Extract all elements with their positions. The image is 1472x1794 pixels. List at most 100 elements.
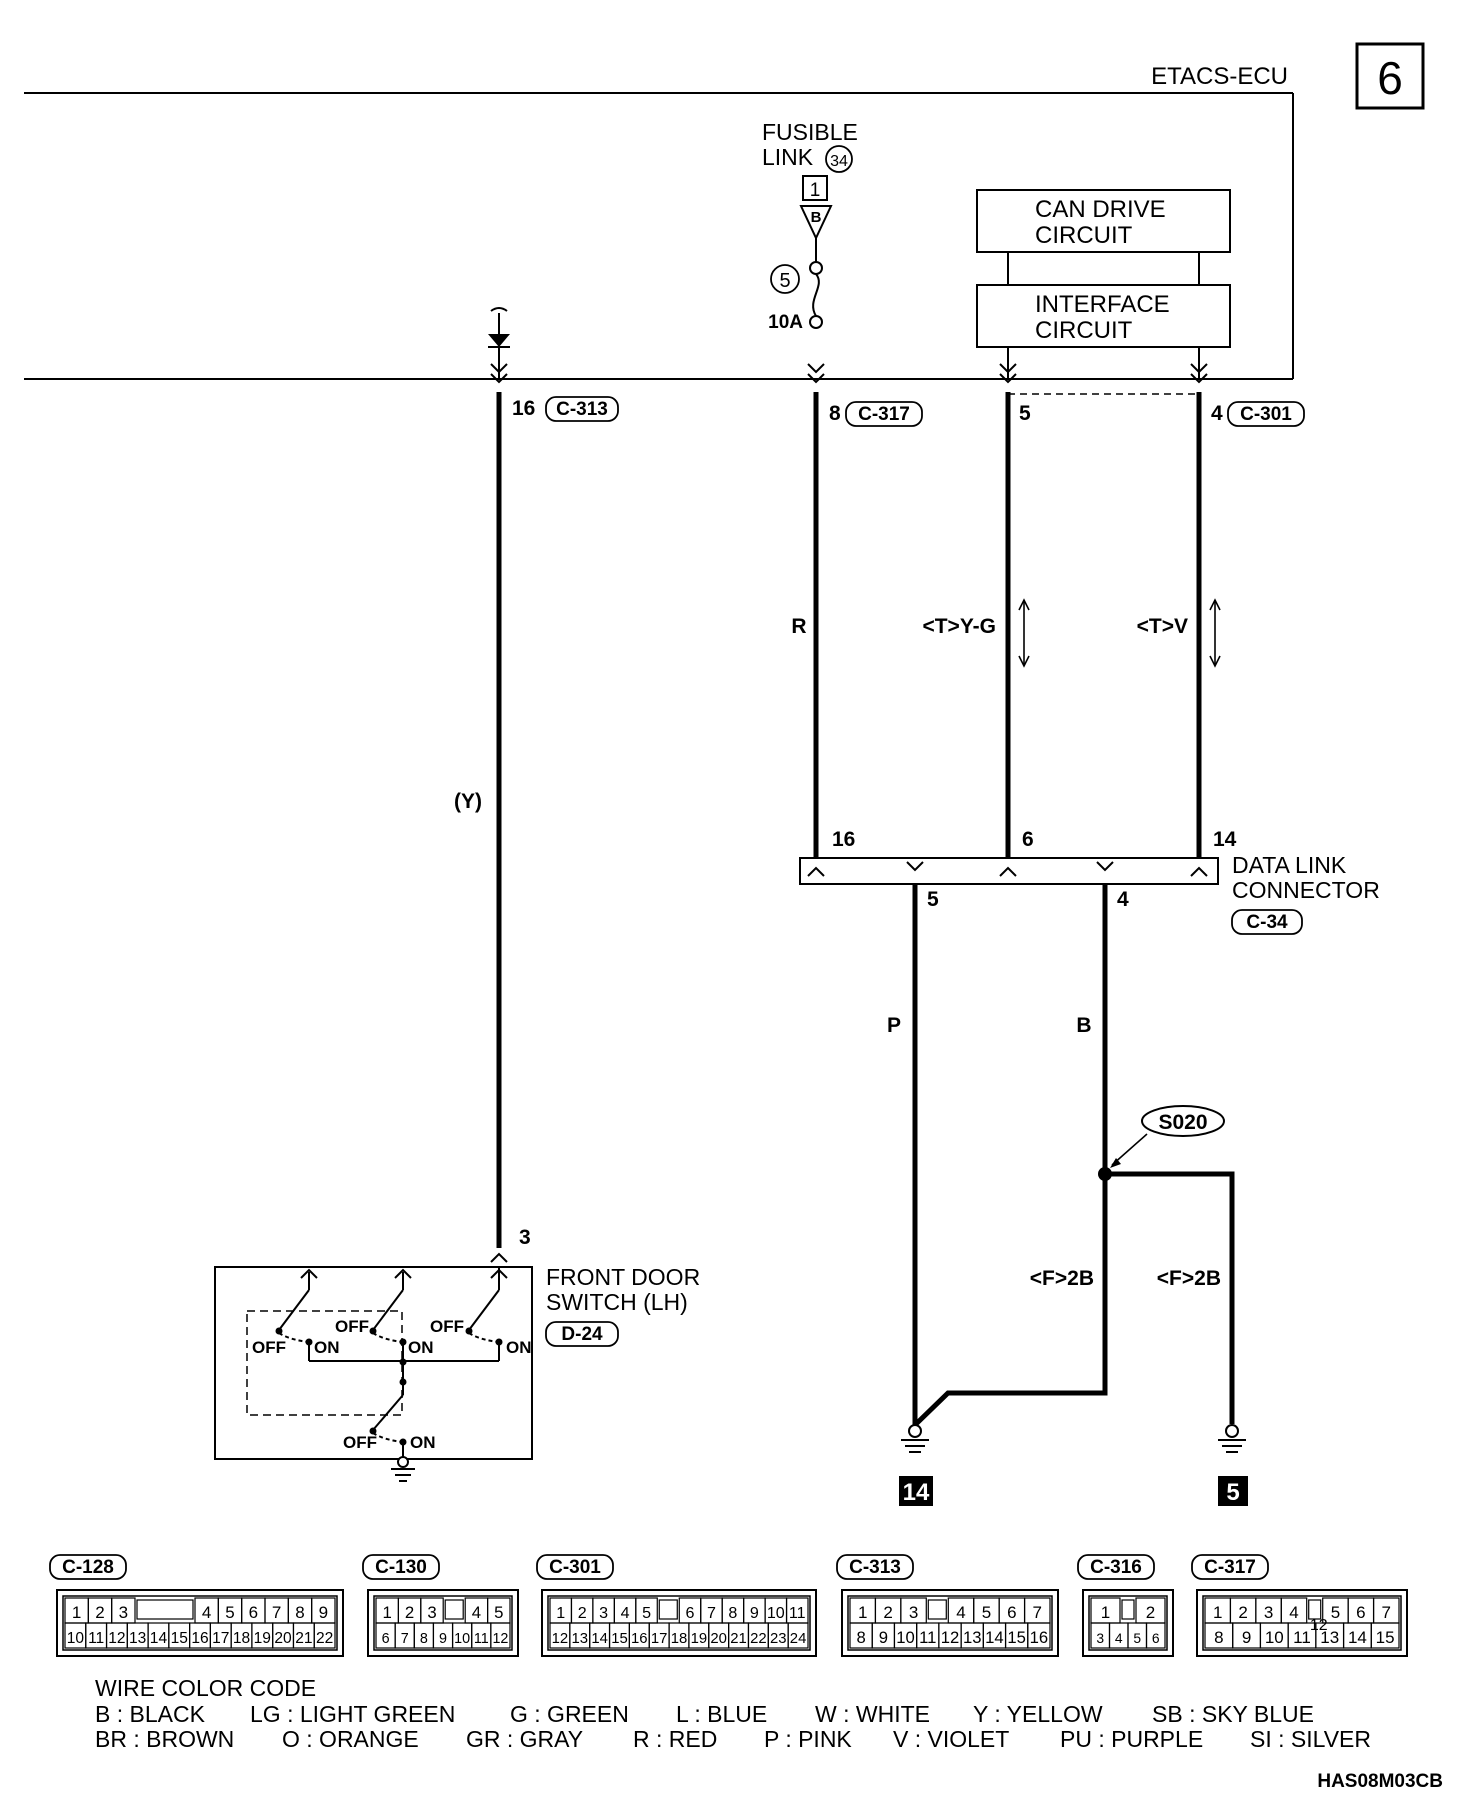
- dlc-connector-label: C-34: [1246, 912, 1288, 933]
- ground-point-left: 14: [903, 1479, 930, 1506]
- connector-pin-number: 6: [686, 1604, 695, 1622]
- connector-lock-key: [1121, 1599, 1135, 1620]
- connector-inner-outline: [1202, 1595, 1402, 1651]
- connector-label-box: [836, 1554, 914, 1580]
- connector-label: C-316: [1090, 1557, 1142, 1578]
- connector-pin-number: 16: [191, 1630, 208, 1647]
- connector-cavity: [1027, 1622, 1051, 1649]
- break-mark-icon: [490, 307, 508, 312]
- connector-pin-number: 14: [985, 1628, 1004, 1647]
- fuse-terminal-top: [809, 261, 823, 275]
- connector-outline: [1082, 1589, 1174, 1657]
- connector-pin-number: 6: [1356, 1603, 1365, 1622]
- c301-pin-connector-box: [1227, 401, 1305, 427]
- connector-label-box: [1191, 1554, 1269, 1580]
- connector-lock-key: [444, 1599, 464, 1620]
- legend-entry: SI : SILVER: [1250, 1726, 1371, 1752]
- data-link-connector-body: [799, 857, 1219, 885]
- ground-icon: [901, 1424, 929, 1453]
- dlc-pin-chevrons: [807, 861, 1208, 877]
- connector-pin-number: 12: [108, 1630, 125, 1647]
- connector-pin-number: 13: [963, 1628, 982, 1647]
- connector-pin-number: 10: [1265, 1628, 1284, 1647]
- black-branch-wire: [1105, 1171, 1235, 1424]
- connector-outline: [841, 1589, 1059, 1657]
- ground-point-right-box: [1218, 1476, 1248, 1506]
- pin-16-label: 16: [512, 397, 535, 420]
- ground-point-left-box: [899, 1476, 933, 1506]
- ecu-terminal-chevrons: [490, 363, 1208, 384]
- door-switch-off-3: OFF: [430, 1317, 464, 1336]
- ecu-label: ETACS-ECU: [1151, 63, 1288, 90]
- connector-pin-number: 24: [790, 1631, 807, 1647]
- dlc-pin-16: 16: [832, 828, 855, 851]
- door-switch-label-line2: SWITCH (LH): [546, 1289, 688, 1315]
- c313-pin-connector-box: [545, 396, 619, 422]
- fusible-link-label-2: LINK: [762, 144, 814, 170]
- connector-pin-number: 6: [1007, 1603, 1016, 1622]
- connector-pin-number: 15: [611, 1631, 628, 1647]
- legend-entry: V : VIOLET: [893, 1726, 1009, 1752]
- connector-label: C-301: [549, 1557, 601, 1578]
- c317-pin-connector-label: C-317: [858, 404, 910, 425]
- connector-pin-number: 5: [1133, 1630, 1141, 1646]
- connector-pin-number: 15: [1007, 1628, 1026, 1647]
- wire-color-yellow: (Y): [454, 790, 482, 813]
- interface-circuit-block: [976, 284, 1231, 348]
- fusible-link-number: 34: [830, 153, 848, 170]
- splice-dot: [1098, 1167, 1112, 1181]
- connector-pin-number: 3: [427, 1603, 436, 1622]
- connector-pin-number: 12: [552, 1631, 569, 1647]
- connector-pin-number: 4: [472, 1603, 481, 1622]
- connector-pin-number: 22: [316, 1630, 333, 1647]
- connector-label: C-317: [1204, 1557, 1256, 1578]
- door-switch-on-2: ON: [408, 1338, 434, 1357]
- connector-pin-number: 11: [88, 1630, 104, 1647]
- connector-pin-number: 8: [420, 1631, 428, 1647]
- connector-cavity: [787, 1622, 809, 1649]
- legend-entry: SB : SKY BLUE: [1152, 1701, 1314, 1727]
- connector-pin-number: 9: [879, 1628, 888, 1647]
- connector-cavity: [1370, 1622, 1400, 1649]
- connector-pin-number: 11: [474, 1631, 489, 1647]
- dlc-pin-5: 5: [927, 888, 939, 911]
- fusible-link-box-number: 1: [810, 180, 821, 201]
- connector-pin-number: 10: [767, 1604, 785, 1622]
- page-number: 6: [1377, 52, 1403, 104]
- connector-cavity: [313, 1622, 336, 1649]
- fuse-number-circle: [770, 264, 800, 294]
- legend-entry: R : RED: [633, 1726, 717, 1752]
- dlc-label-line1: DATA LINK: [1232, 852, 1347, 878]
- connector-pin-number: 2: [578, 1604, 587, 1622]
- legend-entry: Y : YELLOW: [973, 1701, 1103, 1727]
- legend-entry: GR : GRAY: [466, 1726, 583, 1752]
- legend-entry: O : ORANGE: [282, 1726, 419, 1752]
- door-switch-off-2: OFF: [335, 1317, 369, 1336]
- connector-lock-key: [658, 1599, 678, 1620]
- connector-pin-number: 13: [129, 1630, 146, 1647]
- connector-cavity: [1145, 1622, 1166, 1649]
- connector-pin-number: 16: [631, 1631, 648, 1647]
- connector-label-box: [1077, 1554, 1155, 1580]
- connector-pin-number: 4: [1115, 1630, 1123, 1646]
- connector-inner-outline: [373, 1595, 513, 1651]
- connector-pin-number: 1: [72, 1603, 81, 1622]
- connector-pin-number: 23: [770, 1631, 787, 1647]
- door-switch-connector-box: [545, 1321, 619, 1347]
- legend-entry: BR : BROWN: [95, 1726, 234, 1752]
- bidirectional-arrow-icon-2: [1209, 598, 1221, 668]
- diode-icon: [488, 334, 510, 347]
- page-number-box: [1355, 42, 1425, 110]
- connector-pin-number: 9: [439, 1631, 447, 1647]
- connector-pin-number: 8: [295, 1603, 304, 1622]
- connector-pin-number: 16: [1030, 1628, 1049, 1647]
- ground-point-right: 5: [1226, 1479, 1239, 1506]
- connector-pin-number: 6: [249, 1603, 258, 1622]
- dlc-pin-4: 4: [1117, 888, 1129, 911]
- connector-inner-outline: [1088, 1595, 1168, 1651]
- legend-entry: PU : PURPLE: [1060, 1726, 1203, 1752]
